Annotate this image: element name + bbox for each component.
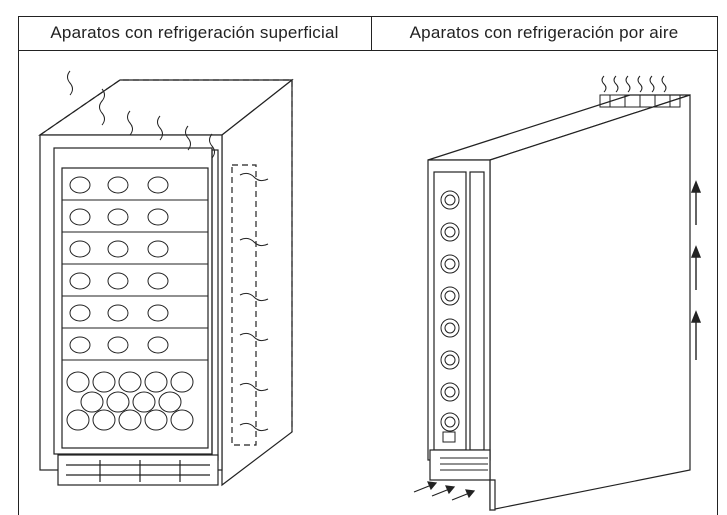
heat-waves — [67, 70, 269, 432]
intake-arrows — [413, 481, 476, 501]
header-air-cooling: Aparatos con refrigeración por aire — [409, 23, 679, 42]
header-surface-cooling: Aparatos con refrigeración superficial — [50, 23, 339, 42]
bottom-vent — [440, 457, 488, 471]
airflow-arrows — [690, 180, 702, 360]
shelves — [62, 199, 208, 361]
top-vent — [599, 75, 681, 108]
bottles — [440, 190, 460, 443]
bottles — [66, 176, 194, 431]
